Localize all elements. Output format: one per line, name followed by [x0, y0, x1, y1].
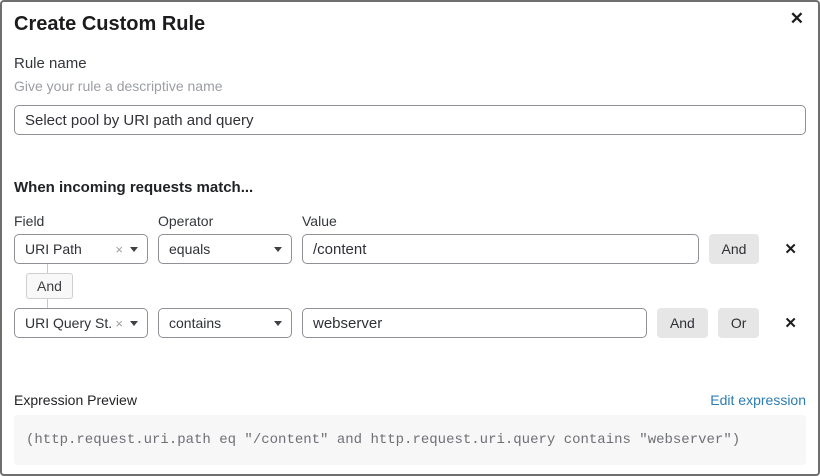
connector-and-badge: And — [26, 273, 73, 299]
condition-row-2: URI Query St... × contains And Or ✕ — [14, 308, 806, 338]
or-button[interactable]: Or — [717, 308, 760, 338]
clear-icon[interactable]: × — [115, 315, 123, 331]
and-button[interactable]: And — [708, 234, 760, 264]
and-button[interactable]: And — [656, 308, 708, 338]
chevron-down-icon[interactable] — [130, 246, 138, 252]
rule-name-input[interactable] — [14, 105, 806, 135]
clear-icon[interactable]: × — [115, 241, 123, 257]
edit-expression-link[interactable]: Edit expression — [710, 392, 806, 408]
expression-preview-header: Expression Preview Edit expression — [14, 392, 806, 408]
chevron-down-icon[interactable] — [130, 320, 138, 326]
close-icon[interactable]: ✕ — [789, 9, 804, 28]
chevron-down-icon[interactable] — [274, 320, 282, 326]
operator-select[interactable]: equals — [158, 234, 292, 264]
delete-row-icon[interactable]: ✕ — [784, 314, 797, 332]
rule-name-hint: Give your rule a descriptive name — [14, 78, 223, 94]
operator-select-value: contains — [169, 315, 222, 331]
chevron-down-icon[interactable] — [274, 246, 282, 252]
rule-name-label: Rule name — [14, 55, 87, 72]
field-column-label: Field — [14, 213, 45, 229]
row-connector: And — [14, 264, 806, 308]
value-input[interactable] — [302, 234, 699, 264]
field-select-value: URI Query St... — [25, 315, 112, 331]
expression-preview-label: Expression Preview — [14, 392, 137, 408]
column-headers: Field Operator Value — [14, 213, 806, 229]
match-heading: When incoming requests match... — [14, 179, 254, 196]
value-input[interactable] — [302, 308, 647, 338]
condition-row-1: URI Path × equals And ✕ — [14, 234, 806, 264]
operator-select-value: equals — [169, 241, 211, 257]
operator-select[interactable]: contains — [158, 308, 292, 338]
dialog-title: Create Custom Rule — [14, 13, 206, 35]
delete-row-icon[interactable]: ✕ — [784, 240, 797, 258]
field-select[interactable]: URI Query St... × — [14, 308, 148, 338]
operator-column-label: Operator — [158, 213, 214, 229]
field-select[interactable]: URI Path × — [14, 234, 148, 264]
value-column-label: Value — [302, 213, 337, 229]
field-select-value: URI Path — [25, 241, 82, 257]
expression-code: (http.request.uri.path eq "/content" and… — [14, 415, 806, 465]
